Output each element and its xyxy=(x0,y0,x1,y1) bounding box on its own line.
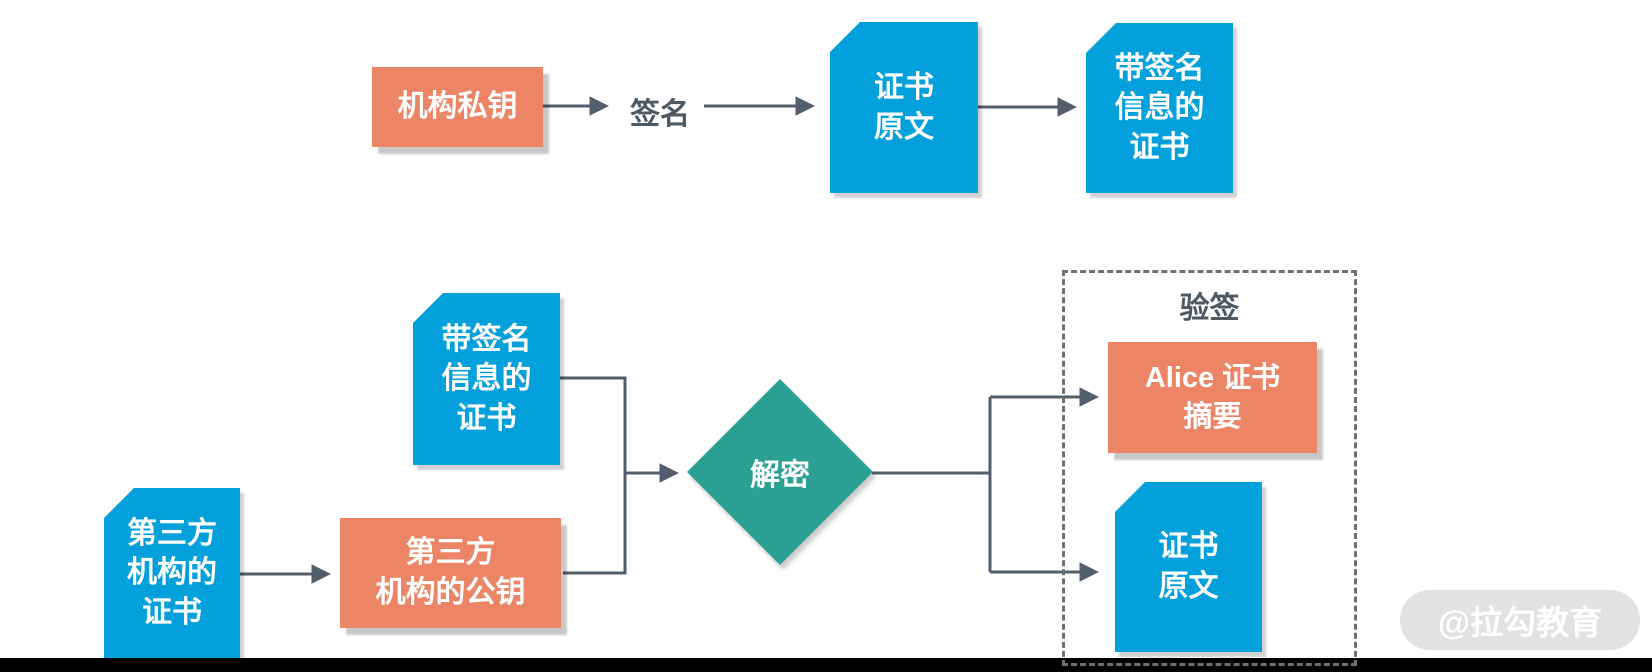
signed-cert-doc-verify: 带签名 信息的 证书 xyxy=(413,293,560,465)
connector-decrypt-split-up xyxy=(872,397,992,475)
diamond-shape: 解密 xyxy=(687,379,873,565)
cert-original-doc-verify: 证书 原文 xyxy=(1115,482,1262,652)
third-party-cert-doc: 第三方 机构的 证书 xyxy=(104,488,240,658)
decrypt-diamond: 解密 xyxy=(687,379,873,565)
connector-signedcert-to-merge xyxy=(560,376,627,473)
document-shape: 第三方 机构的 证书 xyxy=(104,488,240,658)
verify-group-label: 验签 xyxy=(1179,292,1240,325)
document-shape: 证书 原文 xyxy=(830,22,978,193)
document-shape: 带签名 信息的 证书 xyxy=(413,293,560,465)
org-private-key-node: 机构私钥 xyxy=(372,67,543,147)
document-shape: 带签名 信息的 证书 xyxy=(1086,23,1233,193)
connector-pubkey-to-merge xyxy=(563,473,627,575)
alice-cert-digest-node: Alice 证书 摘要 xyxy=(1108,342,1317,453)
cert-original-doc-top: 证书 原文 xyxy=(830,22,978,193)
sign-arrow-label: 签名 xyxy=(630,98,690,131)
watermark-badge: @拉勾教育 xyxy=(1400,590,1640,650)
signed-cert-doc-top: 带签名 信息的 证书 xyxy=(1086,23,1233,193)
document-shape: 证书 原文 xyxy=(1115,482,1262,652)
verify-group-box: 验签 xyxy=(1062,270,1357,666)
third-party-public-key-node: 第三方 机构的公钥 xyxy=(340,518,561,628)
bottom-black-bar xyxy=(0,658,1652,672)
